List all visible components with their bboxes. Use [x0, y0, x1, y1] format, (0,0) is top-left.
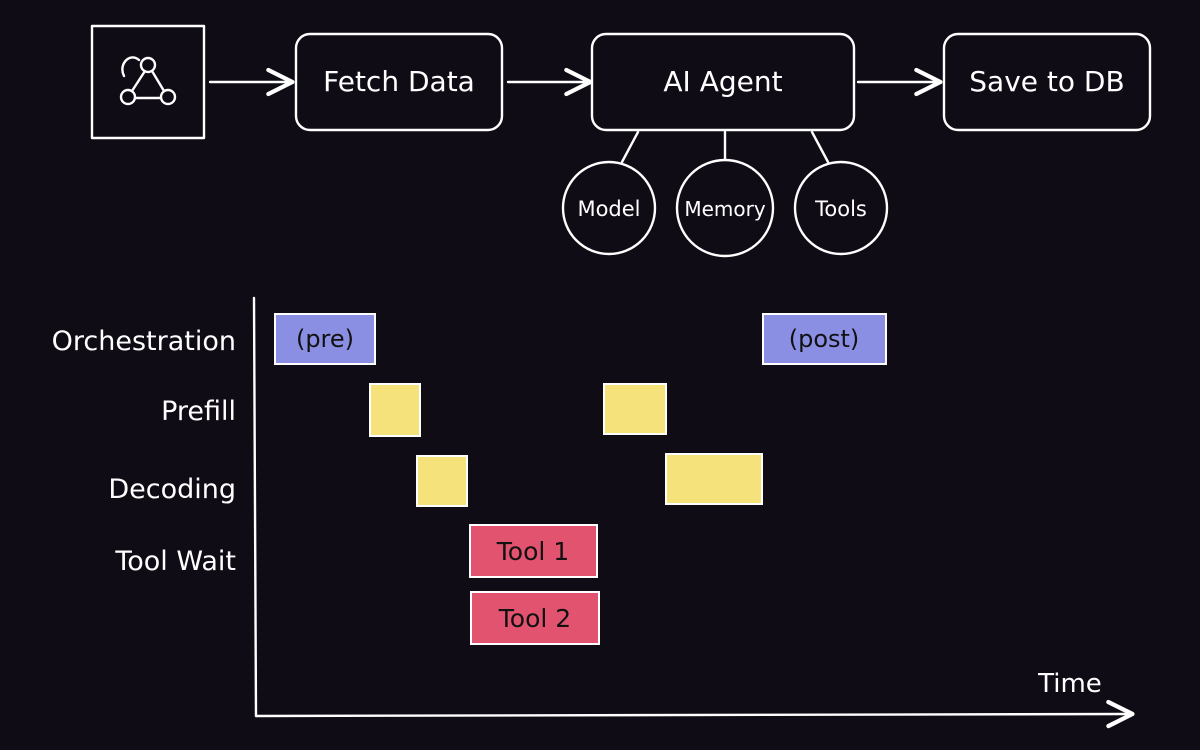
block-decoding-2-rect: [665, 453, 763, 505]
connector-model: [620, 130, 640, 164]
row-label-decoding: Decoding: [108, 474, 236, 505]
memory-label: Memory: [684, 197, 766, 221]
fetch-data-node[interactable]: Fetch Data: [294, 32, 504, 132]
timeline: Time Orchestration Prefill Decoding Tool…: [52, 296, 1135, 729]
save-to-db-node[interactable]: Save to DB: [942, 32, 1152, 132]
block-prefill-2-rect: [603, 383, 667, 435]
fetch-data-label: Fetch Data: [323, 65, 475, 98]
webhook-icon: [119, 56, 177, 106]
block-orchestration-pre-rect: [274, 313, 376, 365]
block-prefill-1[interactable]: [369, 383, 421, 437]
ai-agent-node[interactable]: AI Agent: [590, 32, 856, 132]
block-tool-2-rect: [470, 591, 600, 645]
ai-agent-label: AI Agent: [663, 65, 782, 98]
block-tool-1[interactable]: Tool 1: [469, 524, 598, 578]
connector-tools: [810, 130, 830, 164]
model-label: Model: [577, 197, 640, 221]
row-label-tool-wait: Tool Wait: [114, 546, 236, 577]
tools-label: Tools: [814, 197, 867, 221]
timeline-y-axis: [252, 296, 258, 718]
trigger-node[interactable]: [90, 24, 206, 140]
memory-node[interactable]: Memory: [675, 158, 775, 258]
save-to-db-label: Save to DB: [969, 65, 1124, 98]
block-tool-1-label: Tool 1: [496, 537, 569, 566]
row-label-prefill: Prefill: [161, 396, 236, 427]
block-orchestration-post-label: (post): [789, 325, 860, 353]
workflow: Fetch Data AI Agent Save to DB Model Mem…: [90, 24, 1152, 258]
time-axis-label: Time: [1037, 669, 1102, 699]
block-decoding-1[interactable]: [416, 455, 468, 507]
block-prefill-2[interactable]: [603, 383, 667, 435]
block-orchestration-post[interactable]: (post): [762, 313, 887, 365]
block-orchestration-pre[interactable]: (pre): [274, 313, 376, 365]
block-orchestration-post-rect: [762, 313, 887, 365]
block-decoding-2[interactable]: [665, 453, 763, 505]
block-decoding-1-rect: [416, 455, 468, 507]
block-tool-1-rect: [469, 524, 598, 578]
block-prefill-1-rect: [369, 383, 421, 437]
block-tool-2-label: Tool 2: [498, 604, 571, 633]
model-node[interactable]: Model: [561, 160, 657, 256]
timeline-x-axis: [254, 699, 1135, 729]
tools-node[interactable]: Tools: [793, 160, 889, 256]
row-label-orchestration: Orchestration: [52, 326, 236, 357]
block-orchestration-pre-label: (pre): [296, 325, 354, 353]
block-tool-2[interactable]: Tool 2: [470, 591, 600, 645]
